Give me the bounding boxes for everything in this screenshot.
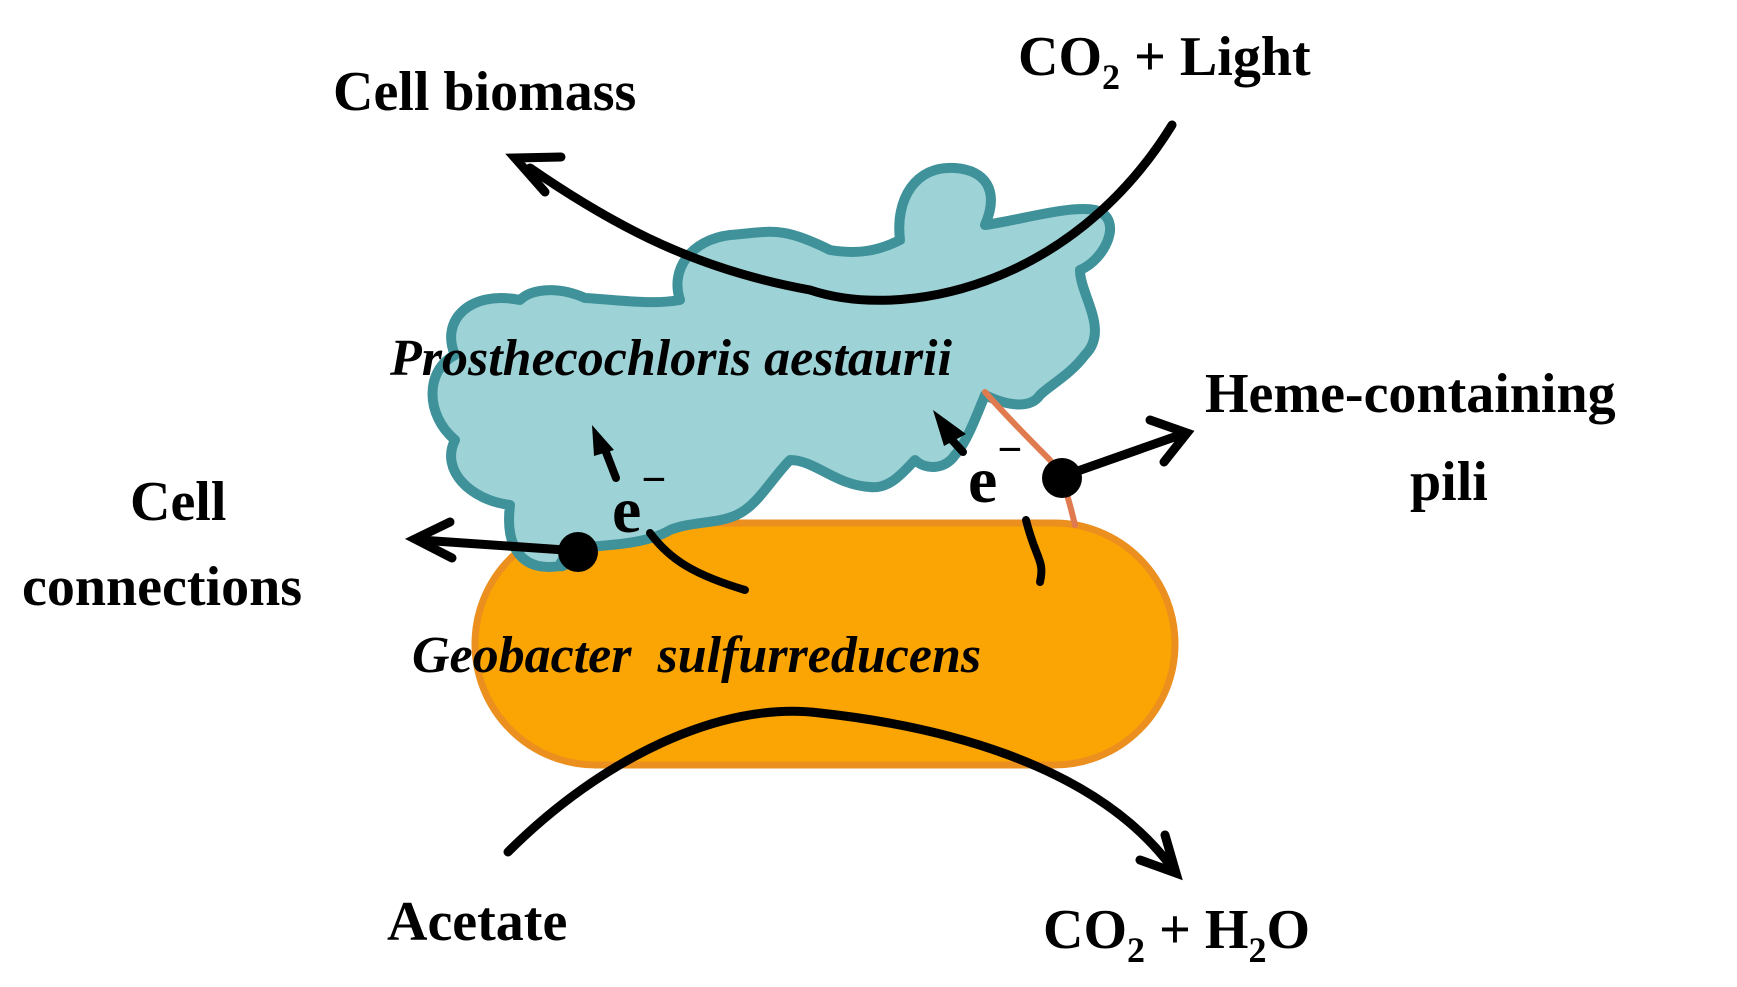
cell-connections-label-line1: Cell bbox=[130, 471, 226, 533]
geobacter-cell bbox=[471, 519, 1179, 769]
right-electron-arrow bbox=[948, 436, 967, 456]
pili-arrowhead bbox=[1145, 415, 1195, 467]
prosthecochloris-cell bbox=[427, 162, 1116, 572]
cell-connection-dot bbox=[558, 532, 598, 572]
geobacter-label: Geobacter sulfurreducens bbox=[412, 627, 981, 684]
left-electron-arrowhead bbox=[592, 425, 614, 456]
electron-right-label: e− bbox=[968, 425, 1022, 517]
top-carbon-arrowhead bbox=[505, 152, 566, 197]
cell-connections-label-line2: connections bbox=[22, 556, 302, 618]
right-electron-curve bbox=[1022, 516, 1046, 586]
cell-connection-arrow bbox=[415, 535, 570, 555]
right-electron-arrowhead bbox=[933, 410, 966, 446]
acetate-label: Acetate bbox=[387, 891, 567, 953]
electron-left-label: e− bbox=[612, 455, 666, 547]
co2-h2o-label: CO2 + H2O bbox=[1043, 899, 1310, 970]
bottom-carbon-arrowhead bbox=[1135, 830, 1183, 881]
pili-arrow bbox=[1070, 430, 1185, 477]
top-carbon-arrow bbox=[525, 120, 1177, 305]
cell-biomass-label: Cell biomass bbox=[333, 61, 636, 123]
cell-connection-arrowhead bbox=[404, 517, 457, 563]
left-electron-curve bbox=[646, 529, 749, 594]
bottom-carbon-arrow bbox=[503, 706, 1175, 870]
pili-dot bbox=[1042, 458, 1082, 498]
co2-light-label: CO2 + Light bbox=[1018, 26, 1311, 97]
prosthecochloris-label: Prosthecochloris aestaurii bbox=[389, 330, 952, 387]
heme-pili-label-line2: pili bbox=[1410, 451, 1488, 513]
heme-pili-label-line1: Heme-containing bbox=[1205, 363, 1616, 425]
pili-wire bbox=[982, 389, 1078, 528]
